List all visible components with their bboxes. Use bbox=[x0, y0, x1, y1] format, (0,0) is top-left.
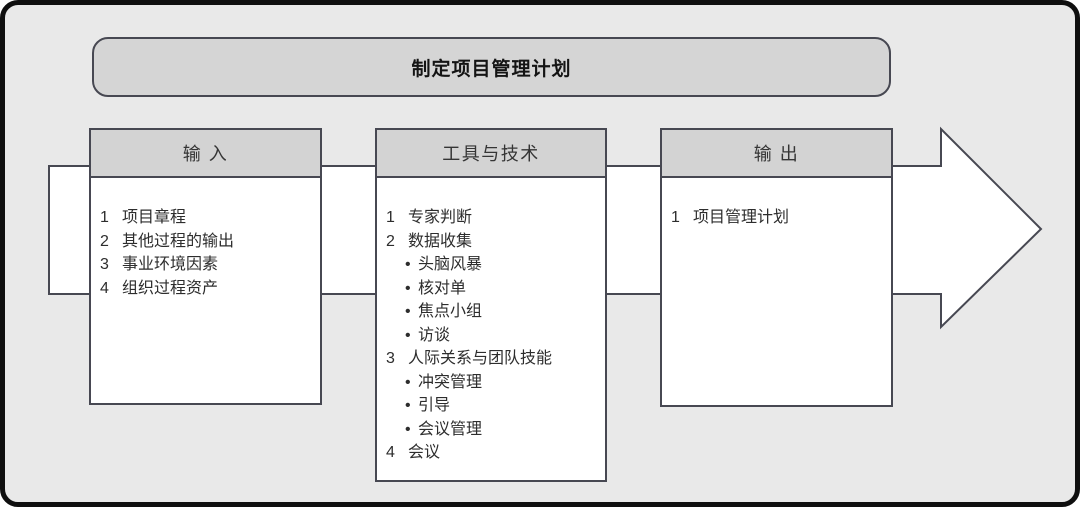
outputs-box: 输 出 1 项目管理计划 bbox=[660, 128, 893, 407]
tools-and-techniques-list: 1 专家判断 2 数据收集 • 头脑风暴 • 核对单 • 焦点小组 • 访谈 3 人际关系与团队技能 • 冲突… bbox=[377, 178, 605, 465]
item-label: 数据收集 bbox=[408, 232, 473, 250]
outputs-list: 1 项目管理计划 bbox=[662, 178, 891, 230]
item-label: 项目章程 bbox=[122, 209, 187, 226]
bullet-icon: • bbox=[405, 326, 411, 344]
item-label: 人际关系与团队技能 bbox=[408, 350, 553, 367]
item-label: 其他过程的输出 bbox=[122, 232, 235, 250]
numbered-list-item: 1 专家判断 bbox=[386, 206, 601, 230]
bullet-icon: • bbox=[405, 279, 411, 297]
bullet-list-item: • 核对单 bbox=[386, 277, 601, 301]
numbered-list-item: 3 事业环境因素 bbox=[100, 253, 316, 277]
item-label: 事业环境因素 bbox=[122, 256, 219, 273]
item-label: 冲突管理 bbox=[418, 373, 483, 391]
item-label: 会议 bbox=[408, 444, 441, 461]
numbered-list-item: 4 会议 bbox=[386, 441, 601, 465]
item-label: 项目管理计划 bbox=[693, 209, 790, 226]
bullet-icon: • bbox=[405, 303, 411, 320]
bullet-list-item: • 访谈 bbox=[386, 324, 601, 348]
item-number: 3 bbox=[100, 256, 109, 273]
inputs-header: 输 入 bbox=[91, 130, 320, 178]
tools-and-techniques-header: 工具与技术 bbox=[377, 130, 605, 178]
item-number: 3 bbox=[386, 350, 395, 367]
bullet-icon: • bbox=[405, 420, 411, 438]
numbered-list-item: 2 其他过程的输出 bbox=[100, 230, 316, 254]
item-number: 1 bbox=[386, 209, 395, 226]
numbered-list-item: 2 数据收集 bbox=[386, 230, 601, 254]
numbered-list-item: 3 人际关系与团队技能 bbox=[386, 347, 601, 371]
item-number: 1 bbox=[671, 209, 680, 226]
inputs-box: 输 入 1 项目章程 2 其他过程的输出 3 事业环境因素 4 组织过程资产 bbox=[89, 128, 322, 405]
bullet-list-item: • 焦点小组 bbox=[386, 300, 601, 324]
bullet-icon: • bbox=[405, 373, 411, 391]
item-label: 专家判断 bbox=[408, 209, 473, 226]
bullet-icon: • bbox=[405, 256, 411, 273]
inputs-list: 1 项目章程 2 其他过程的输出 3 事业环境因素 4 组织过程资产 bbox=[91, 178, 320, 300]
item-label: 头脑风暴 bbox=[418, 256, 483, 273]
numbered-list-item: 4 组织过程资产 bbox=[100, 277, 316, 301]
bullet-list-item: • 引导 bbox=[386, 394, 601, 418]
item-label: 组织过程资产 bbox=[122, 279, 219, 297]
bullet-icon: • bbox=[405, 397, 411, 414]
process-title: 制定项目管理计划 bbox=[411, 58, 572, 80]
outputs-header: 输 出 bbox=[662, 130, 891, 178]
process-title-banner: 制定项目管理计划 bbox=[92, 37, 891, 97]
bullet-list-item: • 头脑风暴 bbox=[386, 253, 601, 277]
item-number: 4 bbox=[386, 444, 395, 461]
item-number: 4 bbox=[100, 279, 109, 297]
item-number: 1 bbox=[100, 209, 109, 226]
tools-and-techniques-box: 工具与技术 1 专家判断 2 数据收集 • 头脑风暴 • 核对单 • 焦点小组 • 访谈 3 人际关系与团… bbox=[375, 128, 607, 482]
numbered-list-item: 1 项目章程 bbox=[100, 206, 316, 230]
bullet-list-item: • 冲突管理 bbox=[386, 371, 601, 395]
item-label: 会议管理 bbox=[418, 420, 483, 438]
item-number: 2 bbox=[100, 232, 109, 250]
bullet-list-item: • 会议管理 bbox=[386, 418, 601, 442]
numbered-list-item: 1 项目管理计划 bbox=[671, 206, 887, 230]
item-label: 引导 bbox=[418, 397, 451, 414]
item-label: 核对单 bbox=[418, 279, 467, 297]
item-number: 2 bbox=[386, 232, 395, 250]
item-label: 访谈 bbox=[418, 326, 451, 344]
item-label: 焦点小组 bbox=[418, 303, 483, 320]
